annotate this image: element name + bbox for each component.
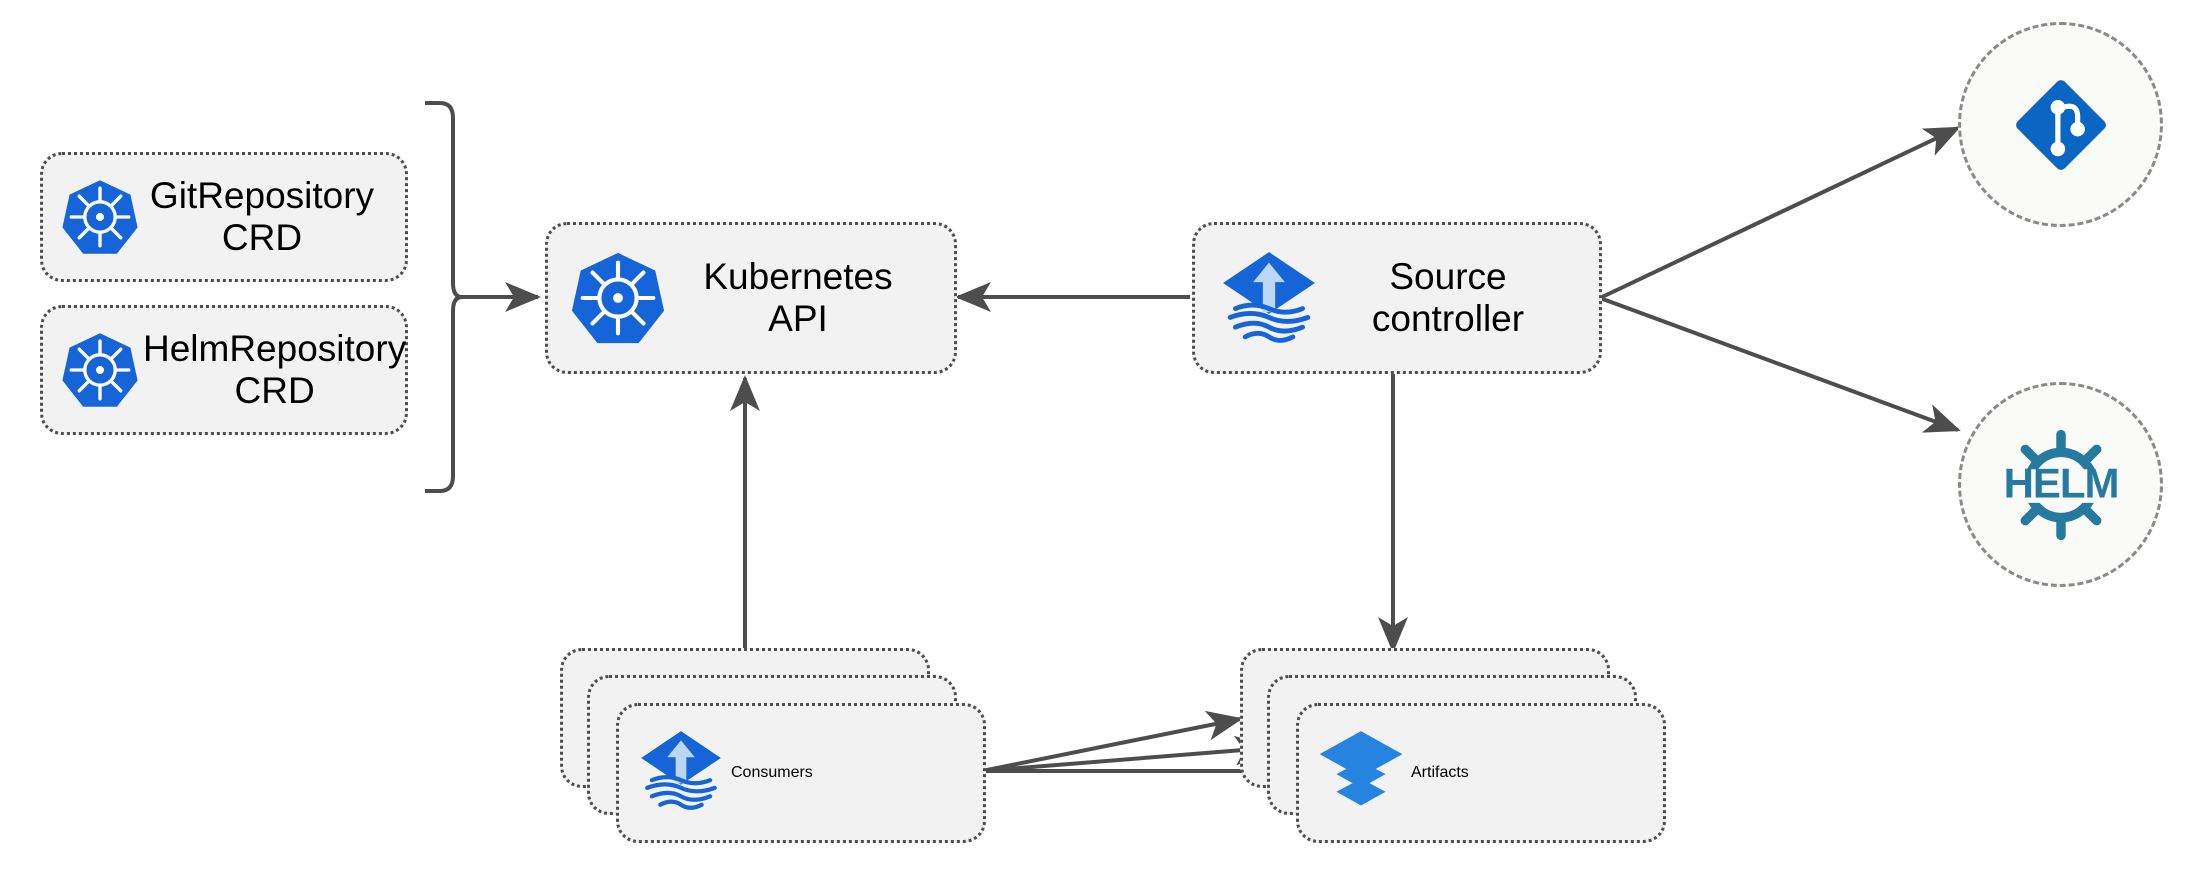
kubernetes-icon — [57, 174, 143, 260]
consumers-sheet-front[interactable]: Consumers — [616, 703, 986, 843]
edge-source-controller-to-helm — [1599, 296, 1961, 433]
node-gitrepository-crd[interactable]: GitRepository CRD — [40, 152, 408, 282]
node-label: HelmRepository CRD — [143, 327, 407, 411]
node-kubernetes-api[interactable]: Kubernetes API — [545, 222, 957, 374]
node-helmrepository-crd[interactable]: HelmRepository CRD — [40, 305, 408, 435]
node-consumers[interactable]: Consumers — [560, 648, 1010, 843]
helm-wordmark: HELM — [2003, 459, 2118, 506]
crd-group-bracket — [425, 101, 463, 493]
edge-consumers-to-artifact-1 — [981, 710, 1243, 773]
node-source-controller[interactable]: Source controller — [1192, 222, 1602, 374]
node-label: Consumers — [731, 764, 813, 781]
node-label: Source controller — [1371, 255, 1525, 339]
kubernetes-icon — [566, 246, 670, 350]
node-label: Kubernetes API — [703, 255, 893, 339]
node-artifacts[interactable]: Artifacts — [1240, 648, 1690, 843]
git-icon — [2009, 73, 2113, 177]
artifacts-sheet-front[interactable]: Artifacts — [1296, 703, 1666, 843]
helm-icon: HELM — [1998, 422, 2124, 548]
node-git-source[interactable] — [1958, 22, 2163, 227]
flux-icon — [1213, 242, 1325, 354]
edge-source-controller-to-git — [1599, 126, 1961, 300]
flux-icon — [635, 725, 731, 821]
node-label: Artifacts — [1411, 764, 1469, 781]
kubernetes-icon — [57, 327, 143, 413]
layers-icon — [1315, 725, 1411, 821]
node-label: GitRepository CRD — [149, 174, 375, 258]
node-helm-source[interactable]: HELM — [1958, 382, 2163, 587]
edge-consumers-to-artifact-2 — [981, 735, 1271, 773]
